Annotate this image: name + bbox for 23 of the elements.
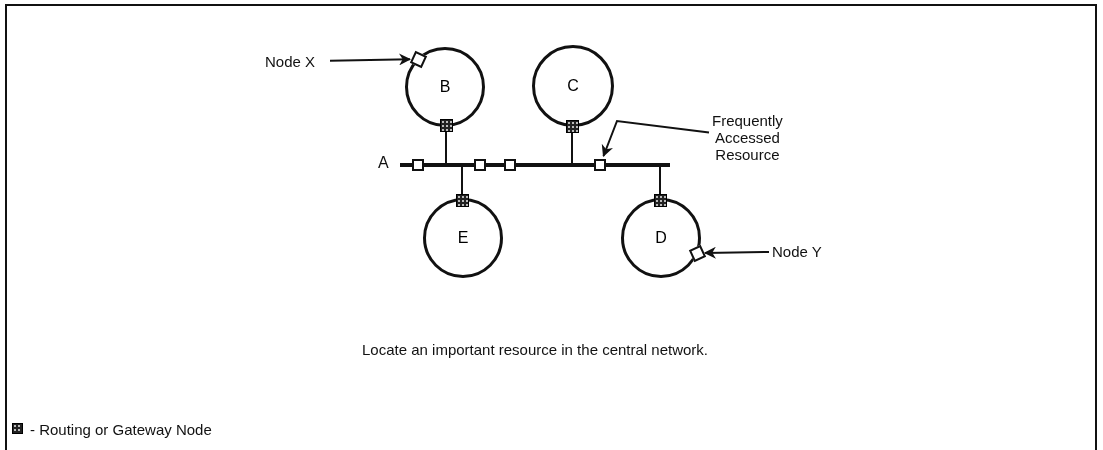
host-node [412, 159, 424, 171]
ring-network [423, 198, 503, 278]
caption: Locate an important resource in the central network. [362, 341, 709, 358]
callout-label: Node Y [772, 243, 834, 260]
host-node [688, 244, 706, 262]
gateway-node [653, 193, 667, 207]
legend-label: - Routing or Gateway Node [30, 421, 212, 438]
bus-label: A [378, 154, 389, 171]
arrow [329, 53, 412, 66]
gateway-node [439, 118, 453, 132]
node-label: B [438, 78, 452, 96]
gateway-node [455, 193, 469, 207]
node-label: D [654, 229, 668, 247]
callout-label: Frequently Accessed Resource [712, 112, 783, 163]
host-node [504, 159, 516, 171]
node-label: C [566, 77, 580, 95]
arrow [601, 119, 710, 158]
node-label: E [456, 229, 470, 247]
host-node [594, 159, 606, 171]
arrow [703, 246, 770, 259]
host-node [474, 159, 486, 171]
callout-label: Node X [265, 53, 327, 70]
gateway-node [565, 119, 579, 133]
